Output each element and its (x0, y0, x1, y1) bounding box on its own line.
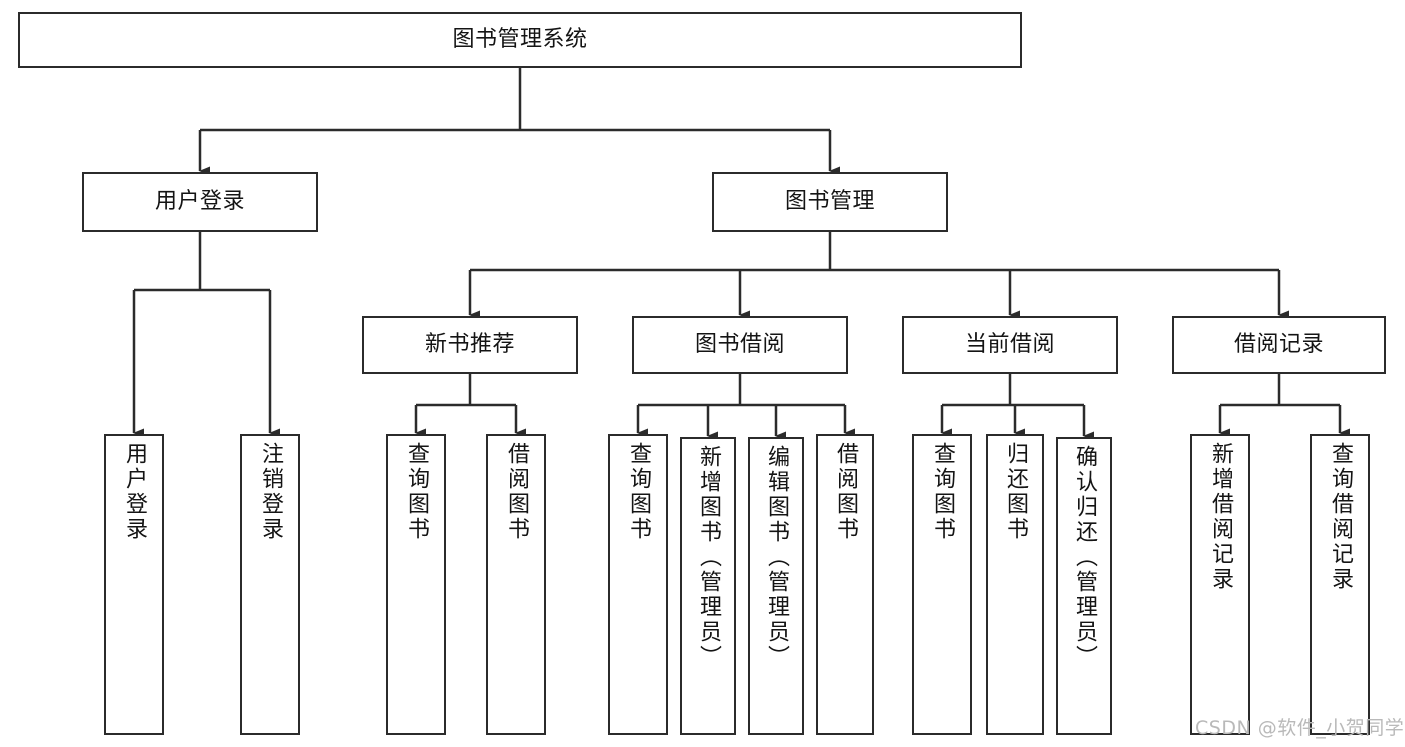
node-label: 借阅记录 (1233, 332, 1324, 358)
node-label: 新增借阅记录 (1208, 442, 1233, 592)
node-l2-book[interactable]: 图书管理 (712, 172, 948, 232)
node-label: 用户登录 (122, 442, 147, 542)
node-leaf-cu-query[interactable]: 查询图书 (912, 434, 972, 735)
node-label: 图书借阅 (694, 332, 785, 358)
node-label: 借阅图书 (504, 442, 529, 542)
node-l3-record[interactable]: 借阅记录 (1172, 316, 1386, 374)
node-label: 注销登录 (258, 442, 283, 542)
node-leaf-cu-confirm[interactable]: 确认归还（管理员） (1056, 437, 1112, 735)
node-label: 查询图书 (930, 442, 955, 542)
node-label: 查询图书 (626, 442, 651, 542)
node-leaf-bo-add[interactable]: 新增图书（管理员） (680, 437, 736, 735)
node-l3-newbook[interactable]: 新书推荐 (362, 316, 578, 374)
node-leaf-cu-return[interactable]: 归还图书 (986, 434, 1044, 735)
node-label: 新增图书（管理员） (696, 445, 721, 670)
node-label: 当前借阅 (964, 332, 1055, 358)
node-label: 借阅图书 (833, 442, 858, 542)
node-l3-current[interactable]: 当前借阅 (902, 316, 1118, 374)
node-leaf-re-add[interactable]: 新增借阅记录 (1190, 434, 1250, 735)
node-leaf-re-query[interactable]: 查询借阅记录 (1310, 434, 1370, 735)
node-label: 图书管理系统 (452, 27, 588, 53)
node-leaf-bo-query[interactable]: 查询图书 (608, 434, 668, 735)
node-l3-borrow[interactable]: 图书借阅 (632, 316, 848, 374)
node-label: 确认归还（管理员） (1072, 445, 1097, 670)
node-leaf-nb-borrow[interactable]: 借阅图书 (486, 434, 546, 735)
node-label: 归还图书 (1003, 442, 1028, 542)
csdn-watermark: CSDN @软件_小贺同学 (1195, 717, 1405, 739)
node-label: 图书管理 (784, 189, 875, 215)
node-label: 查询图书 (404, 442, 429, 542)
node-label: 新书推荐 (424, 332, 515, 358)
node-leaf-user-login[interactable]: 用户登录 (104, 434, 164, 735)
node-leaf-nb-query[interactable]: 查询图书 (386, 434, 446, 735)
node-root[interactable]: 图书管理系统 (18, 12, 1022, 68)
node-label: 查询借阅记录 (1328, 442, 1353, 592)
node-leaf-bo-borrow[interactable]: 借阅图书 (816, 434, 874, 735)
node-leaf-bo-edit[interactable]: 编辑图书（管理员） (748, 437, 804, 735)
node-label: 编辑图书（管理员） (764, 445, 789, 670)
node-leaf-user-logout[interactable]: 注销登录 (240, 434, 300, 735)
node-l2-user[interactable]: 用户登录 (82, 172, 318, 232)
node-label: 用户登录 (154, 189, 245, 215)
